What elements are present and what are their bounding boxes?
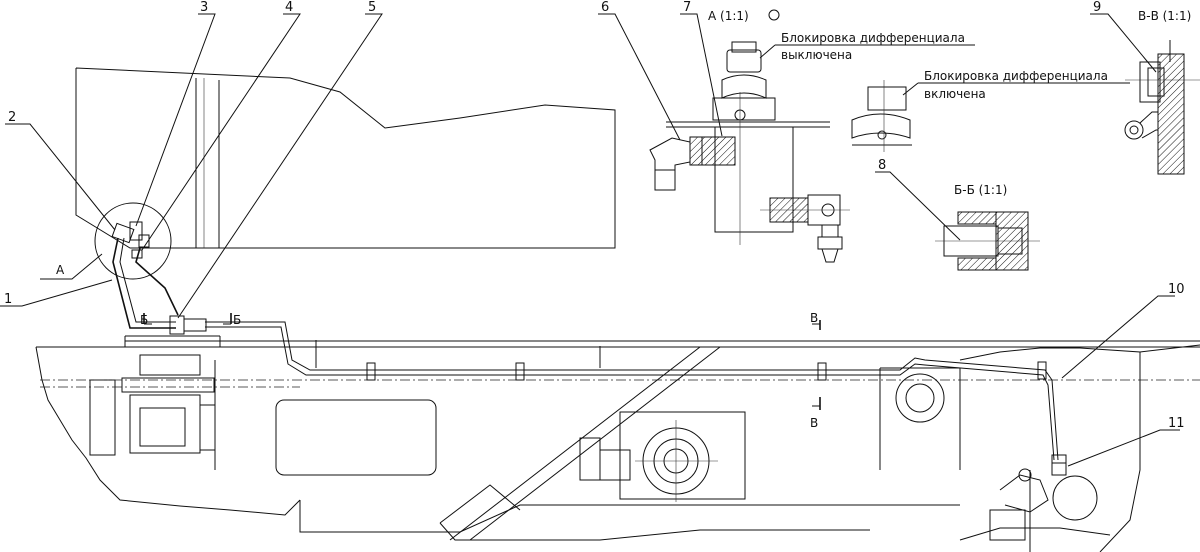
cab-outline [75, 67, 616, 249]
cut-vv [812, 320, 821, 410]
section-bb-title: Б-Б (1:1) [954, 183, 1007, 197]
callout-11: 11 [1168, 416, 1185, 431]
note-locked-off [759, 44, 975, 59]
note-locked-on [902, 82, 1130, 96]
view-a-title: А (1:1) [708, 9, 749, 23]
cut-b-right: Б [233, 313, 241, 327]
callout-4: 4 [285, 0, 293, 15]
valve-detail [649, 41, 850, 263]
cut-bb [143, 313, 232, 325]
section-vv-title: В-В (1:1) [1138, 9, 1191, 23]
callout-5: 5 [368, 0, 376, 15]
view-rotated-icon [768, 9, 780, 21]
section-bb-detail [935, 211, 1040, 271]
detail-a-circle [94, 202, 172, 280]
section-vv-detail [1124, 40, 1200, 175]
leader-a [40, 253, 103, 280]
callout-6: 6 [601, 0, 609, 15]
chassis-frame [35, 335, 1200, 552]
note-locked-off-line1: Блокировка дифференциала [781, 31, 965, 45]
callout-1: 1 [4, 292, 12, 307]
air-line [112, 237, 1067, 476]
callout-9: 9 [1093, 0, 1101, 15]
valve-engaged-state [851, 80, 912, 152]
cut-v-bottom: В [810, 416, 818, 430]
callout-leaders [0, 13, 1180, 467]
callout-8: 8 [878, 158, 886, 173]
callout-7: 7 [683, 0, 691, 15]
cut-b-left: Б [140, 313, 148, 327]
view-a-letter: А [56, 263, 65, 277]
cut-v-top: В [810, 311, 818, 325]
callout-10: 10 [1168, 282, 1185, 297]
note-locked-on-line2: включена [924, 87, 986, 101]
note-locked-off-line2: выключена [781, 48, 852, 62]
callout-3: 3 [200, 0, 208, 15]
note-locked-on-line1: Блокировка дифференциала [924, 69, 1108, 83]
callout-2: 2 [8, 110, 16, 125]
